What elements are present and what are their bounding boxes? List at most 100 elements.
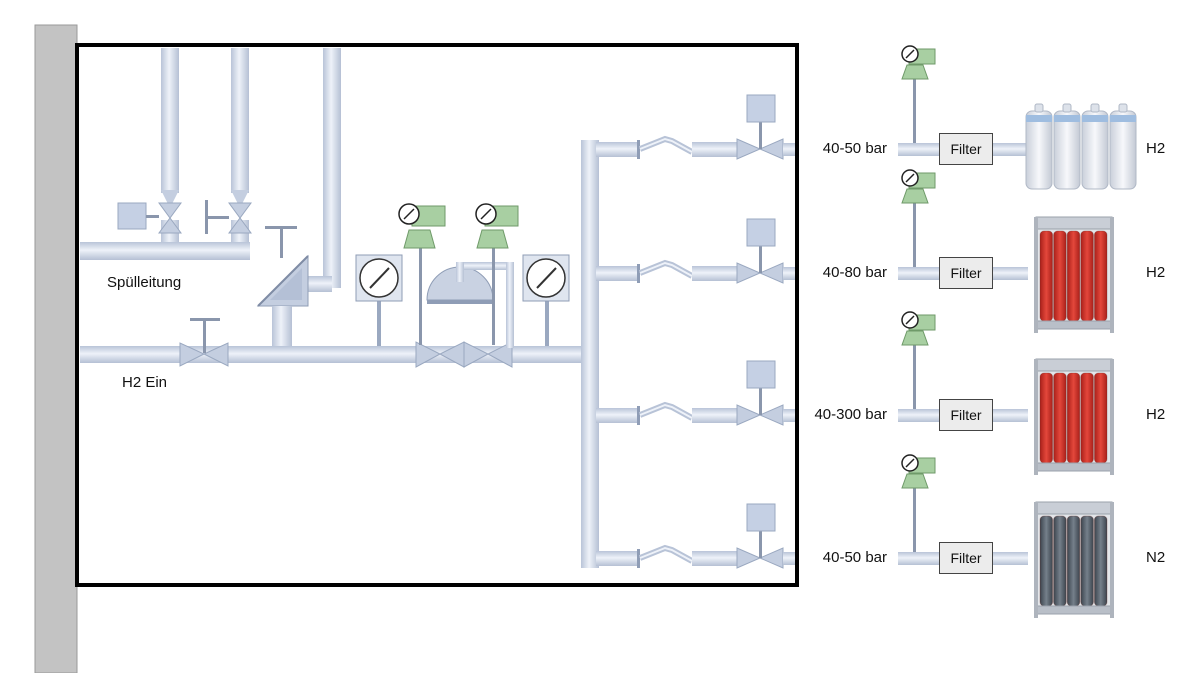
supply-regulator-bell-2 xyxy=(901,188,929,204)
purge-valve-2-stem xyxy=(208,216,229,219)
flex-hose-hi-2 xyxy=(639,261,693,277)
supply-filter-4: Filter xyxy=(939,542,993,574)
tank-valve-4 xyxy=(1118,103,1128,113)
branch-pipe-valve-2 xyxy=(692,266,737,281)
supply-pressure-label-2: 40-80 bar xyxy=(822,264,887,281)
supply-pressure-label-4: 40-50 bar xyxy=(822,549,887,566)
purge-valve-1-actuator xyxy=(117,202,147,230)
branch-valve-actuator-2 xyxy=(746,218,776,247)
supply-pressure-label-3: 40-300 bar xyxy=(814,406,887,423)
bundle-cylinder-3-4 xyxy=(1080,372,1094,464)
branch-valve-stem-1 xyxy=(759,121,762,149)
supply-regulator-bell-4 xyxy=(901,473,929,489)
regulator-2-gauge-needle xyxy=(480,208,492,220)
purge-valve-2 xyxy=(228,202,252,234)
regulator-1-stem xyxy=(419,245,422,345)
branch-pipe-3 xyxy=(596,408,640,423)
purge-pipe-vertical-3 xyxy=(323,48,341,288)
bundle-cylinder-4-5 xyxy=(1093,515,1108,607)
bundle-post-right-2 xyxy=(1110,217,1114,333)
supply-gas-label-2: H2 xyxy=(1146,264,1166,281)
bundle-post-left-3 xyxy=(1034,359,1038,475)
purge-pipe-taper-2 xyxy=(231,190,249,208)
manifold-pipe xyxy=(581,140,599,568)
purge-valve-1 xyxy=(158,202,182,234)
bundle-cylinder-4-1 xyxy=(1039,515,1054,607)
tank-band-1 xyxy=(1026,115,1052,122)
branch-flange-2 xyxy=(637,264,640,283)
inlet-valve-handle xyxy=(190,318,220,321)
branch-pipe-valve-1 xyxy=(692,142,737,157)
h2-inlet-label: H2 Ein xyxy=(122,374,168,391)
purge-pipe-taper-1 xyxy=(161,190,179,208)
bundle-cylinder-4-3 xyxy=(1066,515,1081,607)
purge-valve-1-stem xyxy=(146,215,159,218)
branch-valve-stem-2 xyxy=(759,245,762,273)
enclosure-frame xyxy=(75,43,799,587)
bundle-base-3 xyxy=(1035,462,1113,472)
dome-regulator-base xyxy=(427,300,493,304)
check-valve-handle xyxy=(265,226,297,229)
check-valve-stem xyxy=(280,228,283,258)
purge-line-label: Spülleitung xyxy=(107,274,182,291)
supply-regulator-bell-1 xyxy=(901,64,929,80)
tank-band-2 xyxy=(1054,115,1080,122)
branch-flange-3 xyxy=(637,406,640,425)
bundle-cylinder-3-2 xyxy=(1053,372,1067,464)
reg-valve-2 xyxy=(463,341,513,368)
tank-cylinder-2 xyxy=(1053,110,1081,190)
gauge-2-needle xyxy=(536,267,557,289)
bundle-base-2 xyxy=(1035,320,1113,330)
bundle-base-4 xyxy=(1035,605,1113,615)
tank-cylinder-4 xyxy=(1109,110,1137,190)
branch-valve-actuator-3 xyxy=(746,360,776,389)
supply-gauge-needle-4 xyxy=(905,458,915,468)
bundle-cylinder-2-5 xyxy=(1093,230,1108,322)
regulator-2-bell xyxy=(476,229,509,249)
flex-hose-hi-1 xyxy=(639,137,693,153)
inlet-valve-stem xyxy=(203,320,206,353)
branch-pipe-stub-2 xyxy=(783,267,795,280)
bundle-post-right-3 xyxy=(1110,359,1114,475)
supply-regulator-stem-4 xyxy=(913,488,916,552)
supply-filter-3: Filter xyxy=(939,399,993,431)
supply-regulator-stem-1 xyxy=(913,79,916,143)
bundle-post-right-4 xyxy=(1110,502,1114,618)
bundle-cylinder-3-5 xyxy=(1093,372,1108,464)
purge-line-pipe xyxy=(80,242,250,260)
bundle-post-left-2 xyxy=(1034,217,1038,333)
supply-regulator-stem-2 xyxy=(913,203,916,267)
inlet-valve xyxy=(179,342,229,367)
branch-flange-1 xyxy=(637,140,640,159)
branch-valve-actuator-1 xyxy=(746,94,776,123)
bundle-cylinder-2-3 xyxy=(1066,230,1081,322)
check-valve-diagonal xyxy=(257,255,309,307)
supply-gas-label-1: H2 xyxy=(1146,140,1166,157)
bundle-cylinder-2-2 xyxy=(1053,230,1067,322)
supply-gas-label-4: N2 xyxy=(1146,549,1166,566)
bundle-cylinder-2-1 xyxy=(1039,230,1054,322)
regulator-1-gauge-needle xyxy=(403,208,415,220)
branch-pipe-valve-3 xyxy=(692,408,737,423)
branch-pipe-2 xyxy=(596,266,640,281)
supply-pressure-label-1: 40-50 bar xyxy=(822,140,887,157)
branch-pipe-stub-1 xyxy=(783,143,795,156)
purge-pipe-vertical-1 xyxy=(161,48,179,193)
supply-stations xyxy=(898,45,1137,618)
flex-hose-hi-4 xyxy=(639,546,693,562)
branch-lines xyxy=(596,94,795,569)
supply-filter-2: Filter xyxy=(939,257,993,289)
supply-filter-1: Filter xyxy=(939,133,993,165)
check-valve-body-inner xyxy=(270,268,302,300)
tank-band-4 xyxy=(1110,115,1136,122)
supply-gauge-needle-2 xyxy=(905,173,915,183)
bundle-cylinder-2-4 xyxy=(1080,230,1094,322)
supply-gauge-needle-3 xyxy=(905,315,915,325)
supply-regulator-bell-3 xyxy=(901,330,929,346)
supply-gauge-needle-1 xyxy=(905,49,915,59)
check-valve-pipe-out xyxy=(302,276,332,292)
branch-pipe-valve-4 xyxy=(692,551,737,566)
gauge-1-needle xyxy=(369,267,390,289)
reg-bypass-drop xyxy=(506,262,514,348)
